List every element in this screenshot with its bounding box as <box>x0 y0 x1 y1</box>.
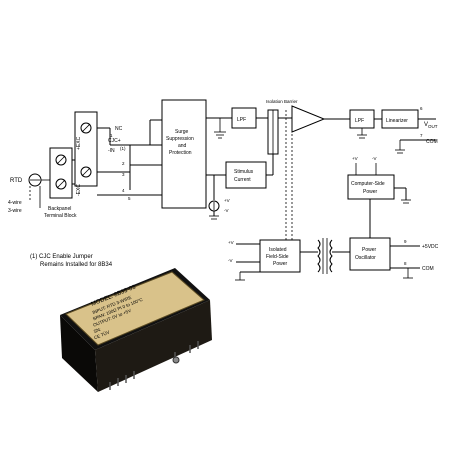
lpf-right-block: LPF <box>349 109 375 129</box>
module-photo: MODEL: 8B35-03 INPUT: RTD 3-WIRE SPAN: 1… <box>60 268 212 392</box>
pin-1: 1 <box>110 133 113 138</box>
rtd-label: RTD <box>10 178 23 184</box>
module-line-6: CE TÜV <box>93 329 110 341</box>
computer-side-label-2: Power <box>363 189 378 195</box>
exc-terminal-block <box>74 111 98 187</box>
vout-label: VOUT <box>424 122 438 129</box>
surge-label-4: Protection <box>169 150 192 156</box>
isolation-amplifier-icon <box>291 105 326 133</box>
backpanel-terminal-block <box>49 147 73 199</box>
rtd-sensor-icon <box>28 173 50 187</box>
lpf-right-label: LPF <box>355 118 364 124</box>
screw-terminal-icon <box>55 178 67 190</box>
pin-3: 3 <box>122 172 125 177</box>
lpf-left-label: LPF <box>237 117 246 123</box>
stimulus-label-1: Stimulus <box>234 169 254 175</box>
computer-side-label-1: Computer-Side <box>351 181 385 187</box>
pin-2: 2 <box>122 161 125 166</box>
stimulus-current-block: Stimulus Current <box>225 161 267 189</box>
current-source-icon <box>208 200 220 212</box>
three-wire-label: 3-wire <box>8 208 22 214</box>
pin-6: 6 <box>420 106 423 111</box>
screw-terminal-icon <box>80 122 92 134</box>
module-line-5: SN: <box>93 327 102 334</box>
surge-label-2: Suppression <box>166 136 194 142</box>
field-side-label-2: Field-Side <box>266 254 289 260</box>
four-wire-label: 4-wire <box>8 200 22 206</box>
oscillator-label-1: Power <box>362 247 377 253</box>
pin-7: 7 <box>420 133 423 138</box>
pin-5: 5 <box>128 196 131 201</box>
linearizer-block: Linearizer <box>381 109 419 129</box>
plus-v-a: +V <box>352 156 358 161</box>
minus-v-c: -V <box>224 208 229 213</box>
cjc-label: CJC+ <box>108 138 121 144</box>
surge-label-3: and <box>178 143 187 149</box>
terminal-label-2: Terminal Block <box>44 213 77 219</box>
com-top-label: COM <box>426 139 438 145</box>
surge-block: Surge Suppression and Protection <box>161 99 207 209</box>
computer-side-power-block: Computer-Side Power <box>347 174 395 200</box>
power-oscillator-block: Power Oscillator <box>349 237 391 271</box>
in-note-label: (1) <box>120 146 126 151</box>
exc-top-label: +EXC <box>76 136 82 150</box>
surge-label-1: Surge <box>175 129 189 135</box>
note-line-2: Remains Installed for 8B34 <box>40 262 113 268</box>
lpf-left-block: LPF <box>231 107 257 129</box>
transformer-icon <box>317 238 333 274</box>
field-side-label-3: Power <box>273 261 288 267</box>
nc-label: NC <box>115 126 123 132</box>
rtd-input-section: +EXC -EXC RTD 4-wire 3-wire Backpanel Te… <box>8 111 160 219</box>
field-side-label-1: Isolated <box>269 247 287 253</box>
minus-v-b: -V <box>228 258 233 263</box>
exc-bottom-label: -EXC <box>76 184 82 196</box>
oscillator-label-2: Oscillator <box>355 255 376 261</box>
field-side-power-block: Isolated Field-Side Power <box>259 239 301 273</box>
plus-v-b: +V <box>228 240 234 245</box>
pin-4: 4 <box>122 188 125 193</box>
plus5vdc-label: +5VDC <box>422 244 439 250</box>
plus-v-c: +V <box>224 198 230 203</box>
linearizer-label: Linearizer <box>386 118 408 124</box>
com-bottom-label: COM <box>422 266 434 272</box>
screw-terminal-icon <box>55 154 67 166</box>
stimulus-label-2: Current <box>234 177 251 183</box>
isolation-barrier-label: Isolation Barrier <box>266 99 298 104</box>
terminal-label-1: Backpanel <box>48 206 71 212</box>
minus-v-a: -V <box>372 156 377 161</box>
in-label: -IN <box>108 148 115 154</box>
pin-8: 8 <box>404 261 407 266</box>
module-screw-icon <box>172 356 180 364</box>
pin-9: 9 <box>404 239 407 244</box>
note-line-1: (1) CJC Enable Jumper <box>30 254 93 260</box>
screw-terminal-icon <box>80 166 92 178</box>
